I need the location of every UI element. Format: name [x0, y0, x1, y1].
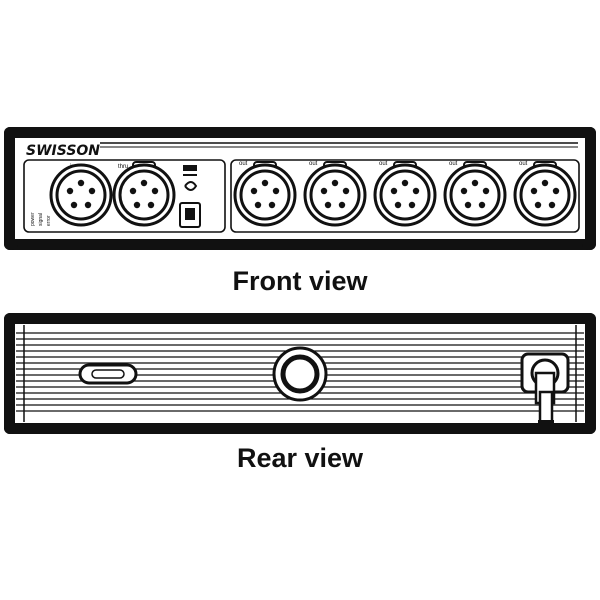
- dmx-out-connector-icon-3: out: [373, 161, 437, 227]
- dmx-in-connector-icon: [49, 163, 113, 227]
- brand-logo: SWISSON: [26, 143, 100, 159]
- front-left-subpanel: [23, 159, 226, 233]
- dmx-out-connector-icon-4: out: [443, 161, 507, 227]
- dmx-thru-connector-icon: [112, 161, 176, 227]
- front-connectors: out out out out out: [49, 161, 577, 227]
- dmx-out-connector-icon-1: out: [233, 161, 297, 227]
- led-label-error: error: [46, 215, 52, 226]
- rear-view-panel: [4, 313, 596, 434]
- front-view-panel: SWISSON power signal error in thru outou…: [4, 127, 596, 250]
- mounting-slot-icon: [78, 363, 138, 385]
- dmx-out-connector-icon-4-label: out: [449, 161, 458, 167]
- dmx-out-connector-icon-2: out: [303, 161, 367, 227]
- rear-round-port-icon: [272, 346, 328, 402]
- dmx-out-connector-icon-3-label: out: [379, 161, 388, 167]
- dmx-out-connector-icon-1-label: out: [239, 161, 248, 167]
- dmx-out-connector-icon-5-label: out: [519, 161, 528, 167]
- front-right-subpanel: [230, 159, 580, 233]
- dmx-out-connector-icon-5: out: [513, 161, 577, 227]
- rear-view-caption: Rear view: [236, 443, 364, 473]
- dmx-out-connector-icon-2-label: out: [309, 161, 318, 167]
- power-cable-gland-icon: [520, 352, 585, 430]
- thru-connector-label: thru: [118, 164, 128, 170]
- front-view-caption: Front view: [232, 266, 368, 296]
- led-indicators: power signal error: [30, 212, 52, 226]
- rotary-address-switch-icon: [179, 165, 201, 228]
- led-label-power: power: [30, 212, 36, 226]
- led-label-signal: signal: [38, 213, 44, 226]
